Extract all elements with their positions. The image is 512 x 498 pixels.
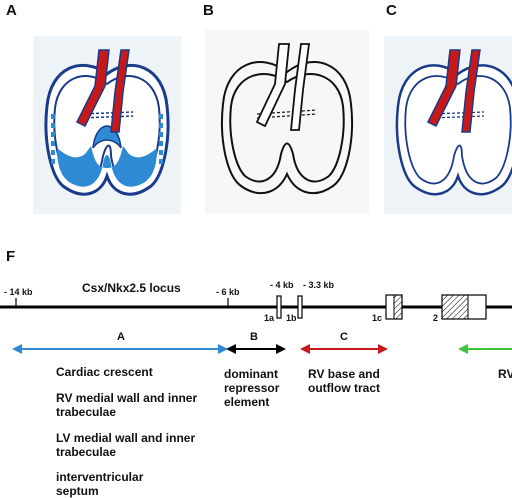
exon-label-2: 2: [433, 313, 439, 323]
region-a-item-4: interventricular septum: [56, 470, 144, 498]
region-a-item-1: Cardiac crescent: [56, 365, 153, 379]
exon-label-1a: 1a: [264, 313, 275, 323]
region-a-item-3: LV medial wall and inner trabeculae: [56, 431, 196, 459]
position-label-4kb: - 4 kb: [270, 280, 294, 290]
region-d-arrowhead-left: [458, 344, 468, 354]
panel-label-c: C: [386, 2, 397, 19]
panel-label-a: A: [6, 2, 17, 19]
heart-illustration-a: [33, 36, 181, 214]
exon-1a: [276, 295, 282, 319]
locus-title: Csx/Nkx2.5 locus: [82, 281, 181, 295]
region-b-description: dominant repressor element: [224, 367, 280, 409]
panel-label-b: B: [203, 2, 214, 19]
region-c-description: RV base and outflow tract: [308, 367, 380, 395]
heart-illustration-c: [384, 36, 512, 214]
heart-illustration-b: [205, 30, 369, 214]
region-b-arrowhead-right: [276, 344, 286, 354]
position-label-3-3kb: - 3.3 kb: [303, 280, 335, 290]
region-a-letter: A: [117, 331, 125, 343]
exon-2-coding: [441, 294, 469, 320]
locus-map: [0, 294, 512, 320]
region-arrows: [12, 344, 512, 354]
region-a-item-2: RV medial wall and inner trabeculae: [56, 391, 198, 419]
region-b-arrowhead-left: [226, 344, 236, 354]
region-b-letter: B: [250, 331, 258, 343]
region-c-arrowhead-left: [300, 344, 310, 354]
exon-label-1c: 1c: [372, 313, 383, 323]
exon-label-1b: 1b: [286, 313, 297, 323]
position-label-6kb: - 6 kb: [216, 287, 240, 297]
position-label-14kb: - 14 kb: [4, 287, 33, 297]
exon-1b: [297, 295, 303, 319]
region-d-partial-text: RV: [498, 367, 512, 381]
region-a-arrowhead-left: [12, 344, 22, 354]
region-c-arrowhead-right: [378, 344, 388, 354]
panel-label-f: F: [6, 248, 16, 265]
region-a-arrowhead-right: [218, 344, 228, 354]
region-c-letter: C: [340, 331, 348, 343]
exon-1c-coding: [393, 294, 403, 320]
